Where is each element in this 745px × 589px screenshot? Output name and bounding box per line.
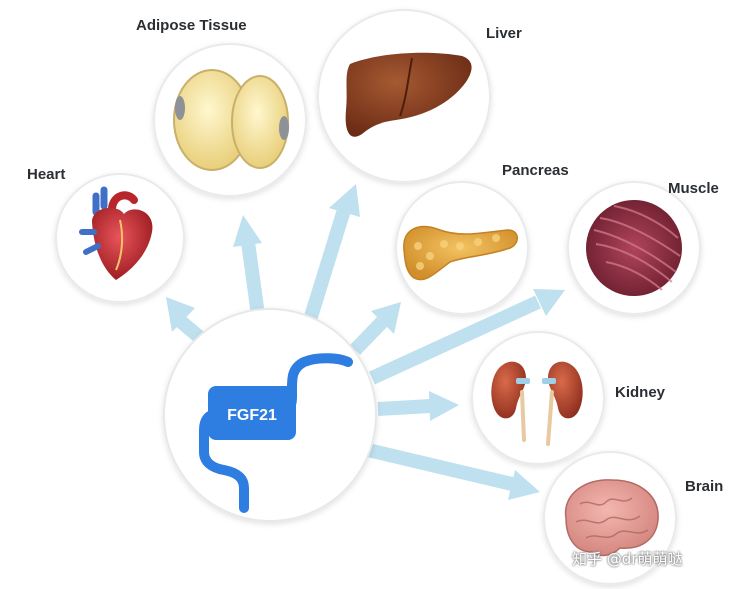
arrow-to-brain [366, 443, 540, 500]
kidney-node [471, 331, 605, 465]
arrow-to-muscle [369, 289, 565, 385]
liver-node [317, 9, 491, 183]
kidney-icon [491, 361, 583, 446]
arrow-to-adipose [233, 215, 265, 316]
arrow-to-kidney [377, 391, 459, 421]
heart-node [55, 173, 185, 303]
label-muscle: Muscle [668, 180, 719, 197]
label-heart: Heart [27, 166, 66, 183]
arrow-to-liver [303, 184, 360, 323]
label-adipose-tissue: Adipose Tissue [136, 17, 247, 34]
fgf21-label: FGF21 [227, 407, 277, 424]
label-pancreas: Pancreas [502, 162, 569, 179]
label-liver: Liver [486, 25, 522, 42]
label-kidney: Kidney [615, 384, 666, 401]
adipose-node [153, 43, 307, 197]
fgf21-protein-icon [199, 353, 353, 513]
heart-icon [79, 186, 153, 280]
liver-icon [345, 52, 472, 137]
arrow-to-pancreas [349, 302, 401, 355]
label-brain: Brain [685, 478, 724, 495]
watermark: 知乎 @dr萌萌哒 [572, 550, 683, 568]
pancreas-node [395, 181, 529, 315]
brain-icon [564, 479, 659, 557]
brain-node [543, 451, 677, 585]
muscle-node [567, 181, 701, 315]
muscle-icon [586, 200, 682, 296]
fgf21-node: FGF21 [163, 308, 377, 522]
arrows [166, 184, 565, 500]
pancreas-icon [403, 225, 518, 281]
adipose-tissue-icon [173, 69, 289, 171]
